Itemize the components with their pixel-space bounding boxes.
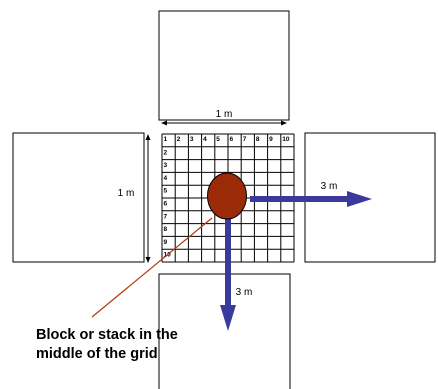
center-grid: 123456789102345678910 — [161, 133, 295, 263]
row-number: 6 — [164, 201, 168, 208]
row-number: 8 — [164, 226, 168, 233]
height-label: 1 m — [118, 188, 135, 199]
height-dimension: 1 m — [118, 134, 151, 263]
row-number: 3 — [164, 162, 168, 169]
column-number: 5 — [216, 136, 220, 143]
pointer-line — [91, 217, 213, 318]
column-number: 4 — [203, 136, 207, 143]
right-arrow-label: 3 m — [321, 181, 338, 192]
caption-line-1: Block or stack in the — [36, 327, 178, 343]
column-number: 7 — [243, 136, 247, 143]
column-number: 1 — [164, 136, 168, 143]
column-number: 2 — [177, 136, 181, 143]
width-label: 1 m — [216, 109, 233, 120]
width-dimension: 1 m — [161, 109, 287, 126]
block-stack — [207, 172, 247, 220]
column-number: 10 — [282, 136, 290, 143]
bottom-square — [158, 273, 291, 389]
row-number: 7 — [164, 213, 168, 220]
row-number: 4 — [164, 175, 168, 182]
column-number: 6 — [230, 136, 234, 143]
down-arrow — [220, 215, 236, 331]
column-number: 9 — [269, 136, 273, 143]
row-number: 2 — [164, 149, 168, 156]
left-square — [12, 132, 145, 263]
caption-line-2: middle of the grid — [36, 346, 158, 362]
row-number: 9 — [164, 239, 168, 246]
column-number: 8 — [256, 136, 260, 143]
right-arrow — [250, 191, 372, 207]
row-number: 5 — [164, 188, 168, 195]
column-number: 3 — [190, 136, 194, 143]
caption: Block or stack in the middle of the grid — [36, 326, 178, 364]
top-square — [158, 10, 290, 121]
down-arrow-label: 3 m — [236, 287, 253, 298]
